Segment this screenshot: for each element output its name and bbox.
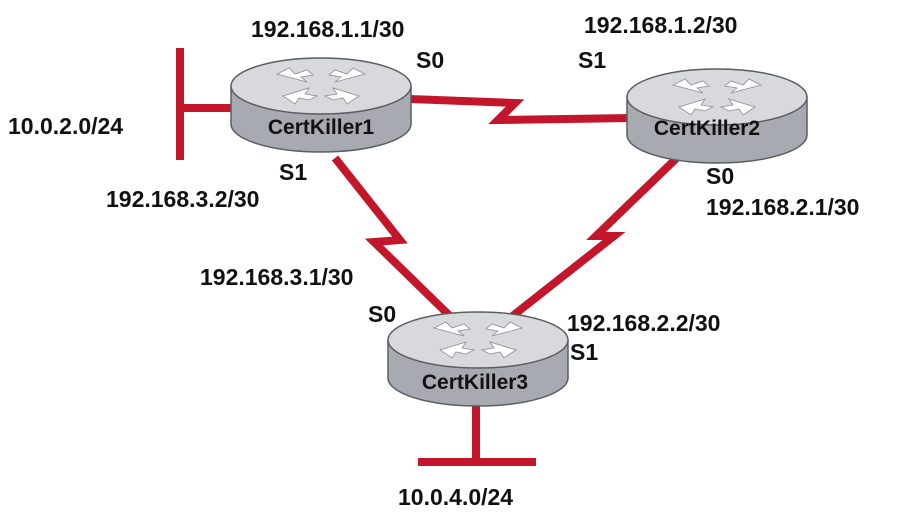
interface-name-r3-s0: S0 xyxy=(368,301,397,327)
router-icon xyxy=(387,311,569,407)
ethernet-segment-lan3 xyxy=(418,400,536,466)
interface-name-r1-s1: S1 xyxy=(279,159,308,185)
serial-link-r1-r3 xyxy=(331,155,455,321)
serial-link-r2-r3 xyxy=(507,147,688,322)
interface-ip-r1-s1: 192.168.3.2/30 xyxy=(106,186,260,212)
interface-ip-r2-s1: 192.168.1.2/30 xyxy=(584,12,738,38)
interface-ip-r3-s0: 192.168.3.1/30 xyxy=(200,264,354,290)
network-label-lan1: 10.0.2.0/24 xyxy=(8,113,124,139)
interface-ip-r1-s0: 192.168.1.1/30 xyxy=(251,16,405,42)
router-name-certkiller1: CertKiller1 xyxy=(267,116,375,139)
network-label-lan3: 10.0.4.0/24 xyxy=(398,484,514,510)
router-icon xyxy=(230,57,412,153)
interface-name-r1-s0: S0 xyxy=(416,47,445,73)
interface-name-r2-s0: S0 xyxy=(706,163,735,189)
interface-name-r2-s1: S1 xyxy=(578,47,607,73)
router-name-certkiller3: CertKiller3 xyxy=(421,371,529,394)
interface-ip-r3-s1: 192.168.2.2/30 xyxy=(567,310,721,336)
serial-link-r1-r2 xyxy=(409,95,633,125)
router-name-certkiller2: CertKiller2 xyxy=(653,117,761,140)
interface-ip-r2-s0: 192.168.2.1/30 xyxy=(706,194,860,220)
router-icon xyxy=(626,68,808,164)
interface-name-r3-s1: S1 xyxy=(570,339,599,365)
